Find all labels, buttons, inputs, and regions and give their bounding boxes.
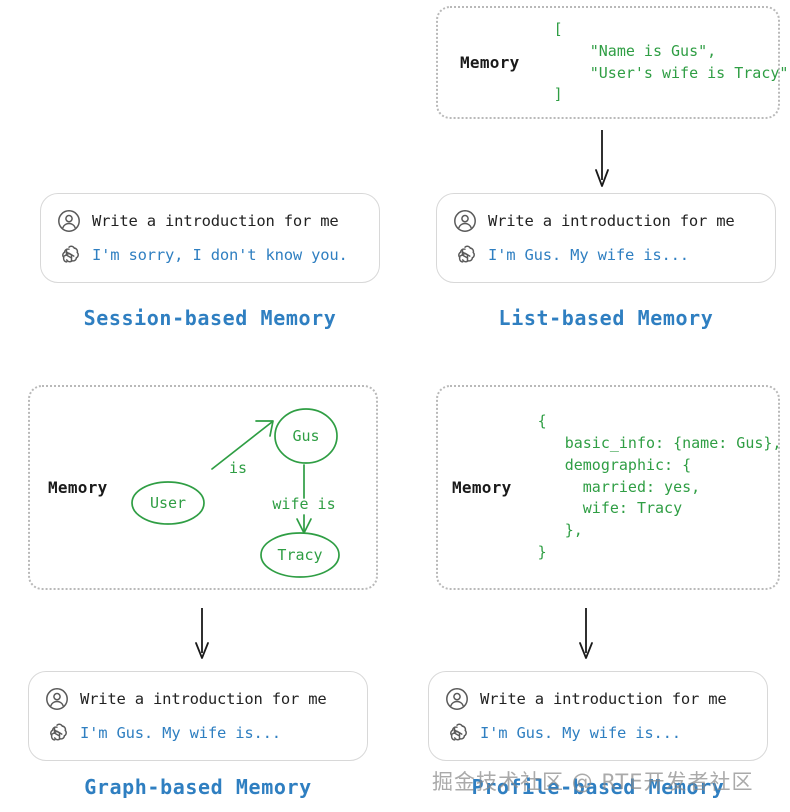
profile-memory-content: { basic_info: {name: Gus}, demographic: …: [537, 412, 782, 561]
graph-memory-box: Memory User Gus Tracy is: [28, 385, 378, 590]
profile-bot-row: I'm Gus. My wife is...: [445, 721, 749, 745]
svg-text:User: User: [150, 494, 186, 512]
list-bot-message: I'm Gus. My wife is...: [488, 246, 689, 264]
list-bot-row: I'm Gus. My wife is...: [453, 243, 757, 267]
session-user-row: Write a introduction for me: [57, 209, 361, 233]
graph-node-user: User: [131, 481, 205, 525]
openai-logo-icon: [450, 723, 467, 741]
graph-bot-message: I'm Gus. My wife is...: [80, 724, 281, 742]
list-caption: List-based Memory: [498, 306, 714, 330]
profile-user-row: Write a introduction for me: [445, 687, 749, 711]
user-avatar-icon: [46, 688, 68, 710]
openai-logo-icon: [458, 245, 475, 263]
list-user-message: Write a introduction for me: [488, 212, 735, 230]
profile-caption: Profile-based Memory: [471, 775, 725, 799]
graph-user-message: Write a introduction for me: [80, 690, 327, 708]
arrow-profile-memory-to-chat: [579, 608, 593, 659]
list-memory-box: Memory [ "Name is Gus", "User's wife is …: [436, 6, 788, 119]
list-chat-box: Write a introduction for me I'm: [436, 193, 776, 283]
graph-chat-box: Write a introduction for me I'm: [28, 671, 368, 761]
openai-logo-icon: [62, 245, 79, 263]
svg-text:Tracy: Tracy: [277, 546, 322, 564]
graph-user-row: Write a introduction for me: [45, 687, 349, 711]
list-user-row: Write a introduction for me: [453, 209, 757, 233]
graph-bot-row: I'm Gus. My wife is...: [45, 721, 349, 745]
openai-logo-icon: [50, 723, 67, 741]
user-avatar-icon: [446, 688, 468, 710]
user-avatar-icon: [454, 210, 476, 232]
arrow-list-memory-to-chat: [595, 130, 609, 187]
graph-node-tracy: Tracy: [260, 532, 340, 578]
session-bot-row: I'm sorry, I don't know you.: [57, 243, 361, 267]
graph-edge-is: is: [211, 420, 274, 477]
profile-bot-message: I'm Gus. My wife is...: [480, 724, 681, 742]
svg-text:is: is: [229, 459, 247, 477]
user-avatar-icon: [58, 210, 80, 232]
session-caption: Session-based Memory: [83, 306, 337, 330]
profile-user-message: Write a introduction for me: [480, 690, 727, 708]
graph-edge-wife-is: wife is: [272, 464, 336, 534]
svg-text:Gus: Gus: [292, 427, 319, 445]
svg-text:wife is: wife is: [272, 495, 335, 513]
graph-memory-label: Memory: [48, 478, 108, 497]
list-memory-content: [ "Name is Gus", "User's wife is Tracy" …: [553, 20, 789, 104]
list-memory-label: Memory: [460, 53, 520, 72]
session-bot-message: I'm sorry, I don't know you.: [92, 246, 348, 264]
profile-memory-box: Memory { basic_info: {name: Gus}, demogr…: [436, 385, 782, 590]
memory-knowledge-graph: User Gus Tracy is wife is: [131, 408, 340, 578]
session-chat-box: Write a introduction for me I'm: [40, 193, 380, 283]
session-user-message: Write a introduction for me: [92, 212, 339, 230]
graph-caption: Graph-based Memory: [84, 775, 312, 799]
arrow-graph-memory-to-chat: [195, 608, 209, 659]
profile-memory-label: Memory: [452, 478, 512, 497]
profile-chat-box: Write a introduction for me I'm: [428, 671, 768, 761]
graph-node-gus: Gus: [274, 408, 338, 464]
